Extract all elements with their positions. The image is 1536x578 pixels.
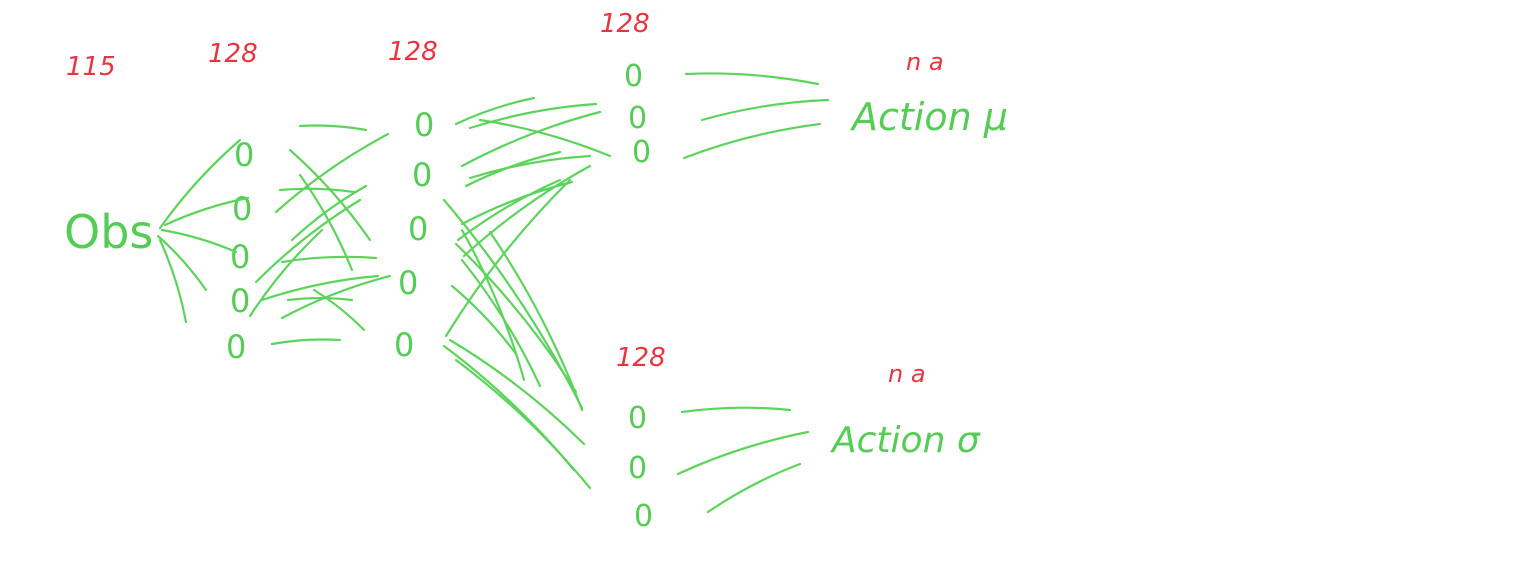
hidden1-node: 0 [232, 190, 252, 228]
connection-line [478, 118, 612, 158]
connection-line [278, 187, 356, 194]
connection-line [462, 164, 592, 258]
connection-line [468, 102, 598, 130]
hidden2-node: 0 [412, 156, 432, 194]
connection-line [448, 338, 586, 446]
input-obs-label: Obs [64, 205, 153, 259]
connection-line [460, 258, 542, 388]
connection-line [286, 297, 354, 302]
connection-line [682, 122, 822, 160]
hidden1-node: 0 [226, 328, 246, 366]
connection-line [700, 98, 830, 122]
hidden2-node: 0 [398, 264, 418, 302]
sigma-head-size-label: 128 [616, 343, 666, 373]
mu-head-node: 0 [632, 135, 651, 170]
hidden-layer-1: 0 0 0 0 0 [226, 136, 254, 366]
connection-line [254, 198, 362, 284]
hidden2-node: 0 [414, 106, 434, 144]
mu-head-node: 0 [628, 101, 647, 136]
mu-head-node: 0 [624, 59, 643, 94]
action-mu-label: Action μ [849, 95, 1008, 139]
connection-line [298, 124, 368, 132]
connection-line [488, 230, 584, 412]
hidden-layer-2: 0 0 0 0 0 [394, 106, 434, 364]
connection-line [684, 72, 820, 86]
connection-line [270, 338, 342, 346]
connection-line [450, 284, 518, 356]
connection-line [160, 228, 238, 254]
hidden2-node: 0 [394, 326, 414, 364]
connection-line [706, 462, 802, 514]
connection-line [454, 242, 578, 394]
mu-output-size-label: n a [906, 48, 944, 76]
connection-line [248, 228, 324, 318]
connection-line [156, 234, 208, 292]
connection-line [676, 430, 810, 476]
connection-line [260, 274, 380, 302]
connection-line [460, 110, 602, 168]
connection-line [460, 228, 526, 382]
connection-line [280, 274, 392, 320]
connection-line [454, 96, 536, 126]
connection-line [456, 178, 562, 242]
hidden1-node: 0 [230, 238, 250, 276]
hidden1-node: 0 [234, 136, 254, 174]
connection-line [158, 238, 188, 324]
hidden2-size-label: 128 [388, 37, 438, 67]
sigma-head-node: 0 [628, 401, 647, 436]
connection-line [454, 358, 592, 490]
connection-line [274, 132, 390, 214]
sigma-output-size-label: n a [888, 360, 926, 388]
sigma-head-node: 0 [628, 451, 647, 486]
hidden1-node: 0 [230, 282, 250, 320]
hidden2-node: 0 [408, 210, 428, 248]
action-sigma-label: Action σ [830, 420, 981, 461]
mu-head-size-label: 128 [600, 9, 650, 39]
connection-line [288, 148, 372, 242]
sigma-head-node: 0 [634, 499, 653, 534]
connection-line [464, 150, 562, 188]
connection-line [158, 138, 242, 230]
connection-line [680, 406, 792, 414]
sigma-head-layer: 0 0 0 [628, 401, 653, 534]
connection-line [290, 184, 368, 242]
input-size-label: 115 [66, 52, 116, 82]
connection-line [312, 288, 366, 332]
connection-line [163, 196, 250, 227]
hidden1-size-label: 128 [208, 39, 258, 69]
mu-head-layer: 0 0 0 [624, 59, 651, 170]
connection-lines [156, 72, 830, 514]
connection-line [468, 154, 592, 180]
connection-line [460, 180, 574, 226]
